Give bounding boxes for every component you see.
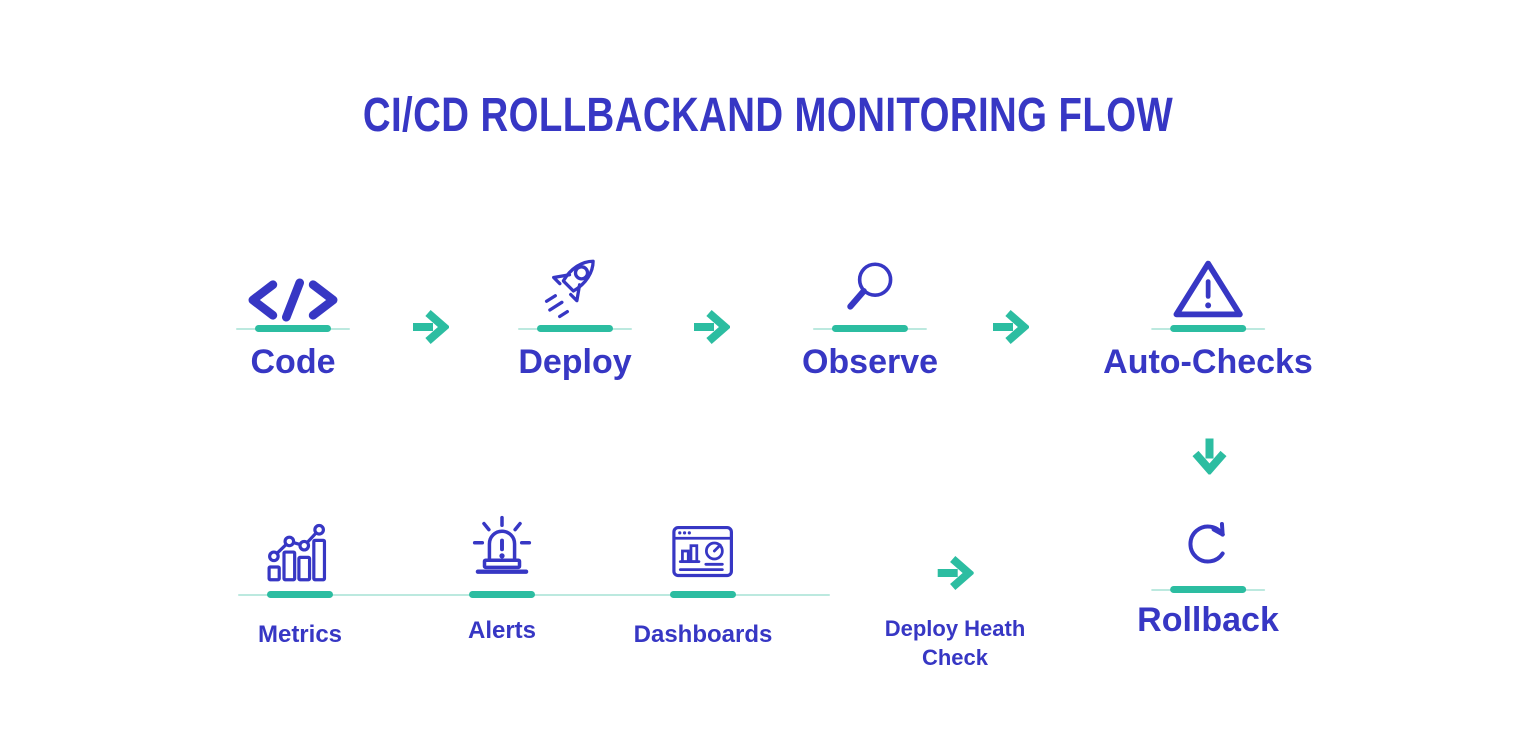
arrow-right-icon <box>936 555 976 596</box>
step-underline <box>1151 586 1265 593</box>
step-dashboards: Dashboards <box>633 518 773 649</box>
bar-chart-icon <box>262 518 338 584</box>
step-label: Auto-Checks <box>1103 343 1313 381</box>
arrow-right-icon <box>692 309 732 350</box>
rollback-icon <box>1176 508 1240 574</box>
step-metrics: Metrics <box>258 518 342 649</box>
step-code: Code <box>236 250 350 382</box>
rocket-icon <box>540 250 610 322</box>
health-check-label-line2: Check <box>921 645 989 670</box>
code-icon <box>243 250 343 322</box>
step-underline <box>1150 325 1265 332</box>
step-underline <box>813 325 927 332</box>
bottom-row-underline <box>238 591 830 598</box>
step-deploy: Deploy <box>518 250 632 382</box>
step-auto-checks: Auto-Checks <box>1103 250 1313 382</box>
step-underline <box>518 325 632 332</box>
step-alerts: Alerts <box>467 514 537 645</box>
health-check-label: Deploy Heath Check <box>885 614 1026 672</box>
health-check-connector: Deploy Heath Check <box>885 555 1026 672</box>
step-label: Code <box>250 343 336 381</box>
step-label: Deploy <box>518 343 632 381</box>
step-label: Observe <box>801 343 939 381</box>
arrow-right-icon <box>411 309 451 350</box>
step-label: Metrics <box>257 621 343 648</box>
step-label: Rollback <box>1137 601 1279 639</box>
step-rollback: Rollback <box>1137 508 1279 640</box>
health-check-label-line1: Deploy Heath <box>884 616 1026 641</box>
dashboard-icon <box>665 518 741 584</box>
page-title: CI/CD ROLLBACKAND MONITORING FLOW <box>362 89 1174 142</box>
warning-triangle-icon <box>1171 250 1245 322</box>
arrow-right-icon <box>991 309 1031 350</box>
siren-icon <box>467 514 537 580</box>
step-observe: Observe <box>802 250 938 382</box>
step-label: Alerts <box>467 617 537 644</box>
step-underline <box>236 325 350 332</box>
step-label: Dashboards <box>633 621 773 648</box>
arrow-down-icon <box>1187 437 1228 476</box>
magnifier-icon <box>837 250 903 322</box>
